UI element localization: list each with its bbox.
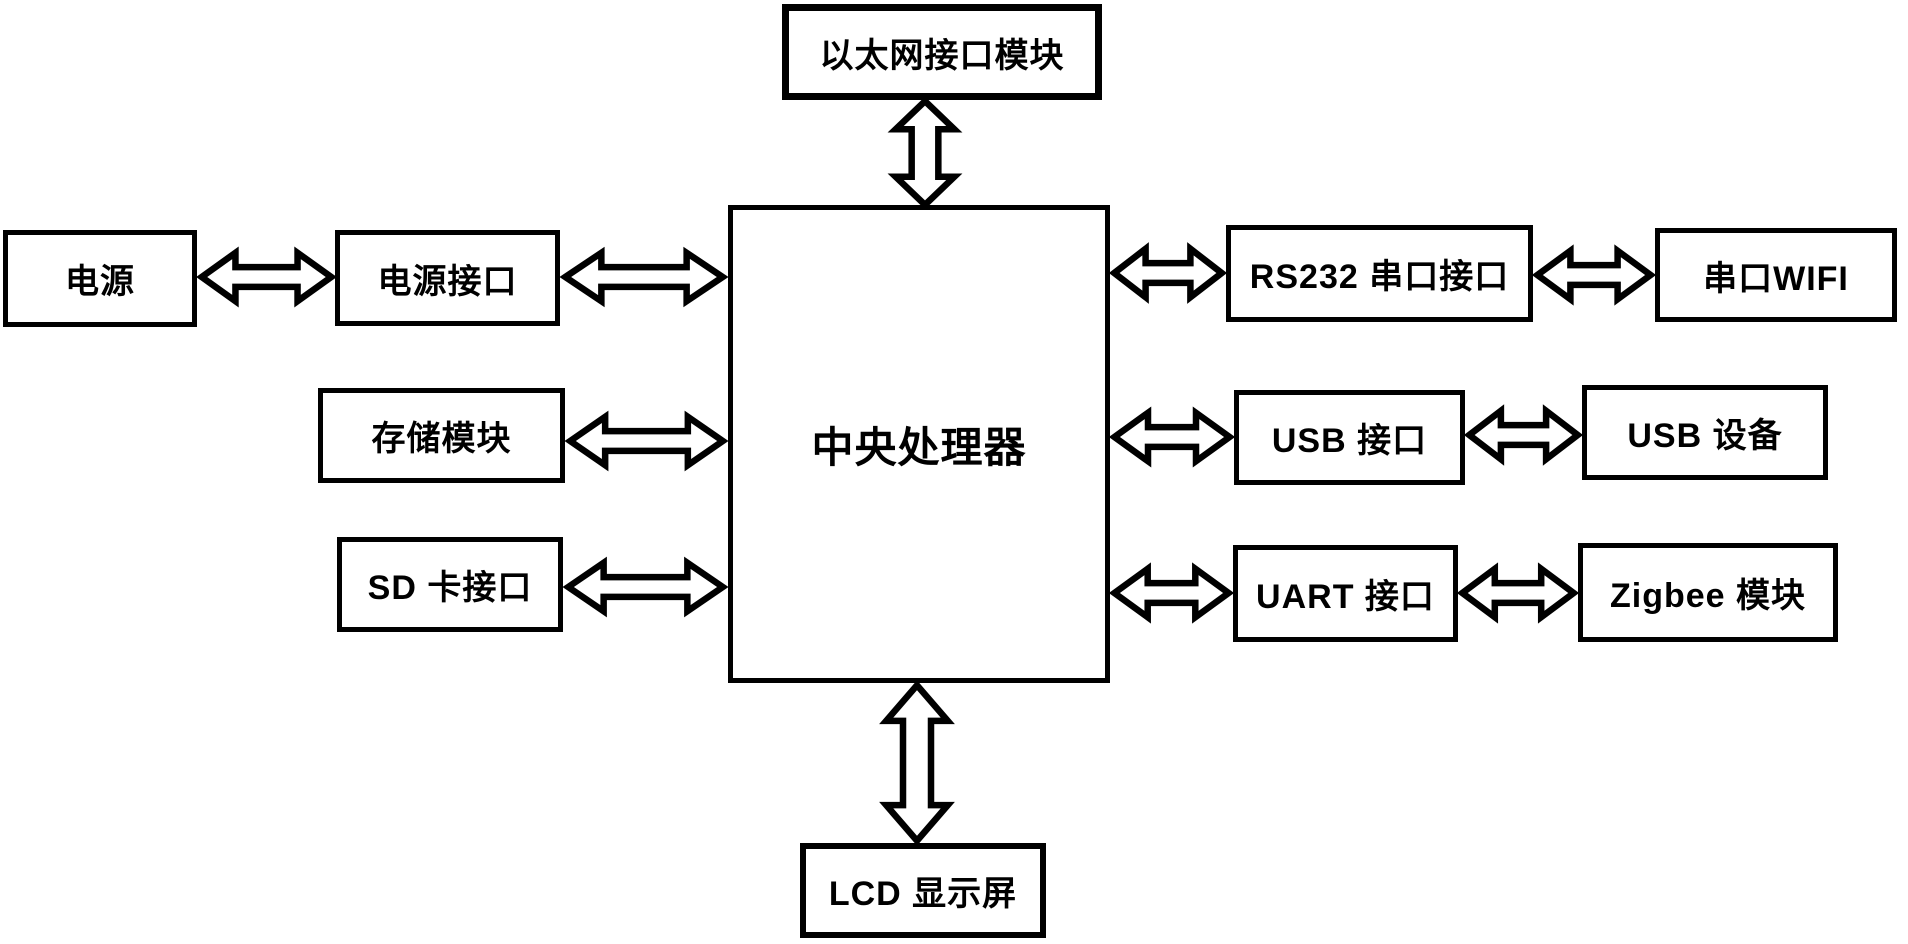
arrow-uart-to-zigbee xyxy=(1460,560,1576,626)
node-sd-card-interface: SD 卡接口 xyxy=(337,537,563,632)
node-ethernet-interface-module: 以太网接口模块 xyxy=(782,4,1102,100)
node-lcd-display: LCD 显示屏 xyxy=(800,843,1046,938)
arrow-rs232-to-serial-wifi xyxy=(1535,242,1653,308)
arrow-cpu-to-usb-interface xyxy=(1112,404,1232,470)
node-serial-wifi: 串口WIFI xyxy=(1655,228,1897,322)
arrow-sd-card-to-cpu xyxy=(565,554,726,620)
node-central-processor: 中央处理器 xyxy=(728,205,1110,683)
node-power-interface: 电源接口 xyxy=(335,230,560,326)
arrow-cpu-to-rs232 xyxy=(1112,240,1224,306)
arrow-usb-interface-to-usb-device xyxy=(1467,402,1580,468)
arrow-power-to-power-interface xyxy=(199,244,334,310)
node-zigbee-module: Zigbee 模块 xyxy=(1578,543,1838,642)
node-power-supply: 电源 xyxy=(3,230,197,327)
node-storage-module: 存储模块 xyxy=(318,388,565,483)
node-usb-interface: USB 接口 xyxy=(1234,390,1465,485)
arrow-cpu-to-uart xyxy=(1112,560,1231,626)
node-usb-device: USB 设备 xyxy=(1582,385,1828,480)
arrow-storage-to-cpu xyxy=(567,408,726,474)
arrow-ethernet-to-cpu xyxy=(885,99,965,207)
arrow-power-interface-to-cpu xyxy=(562,244,726,310)
node-rs232-serial-interface: RS232 串口接口 xyxy=(1226,225,1533,322)
node-uart-interface: UART 接口 xyxy=(1233,545,1458,642)
arrow-cpu-to-lcd xyxy=(875,682,959,844)
